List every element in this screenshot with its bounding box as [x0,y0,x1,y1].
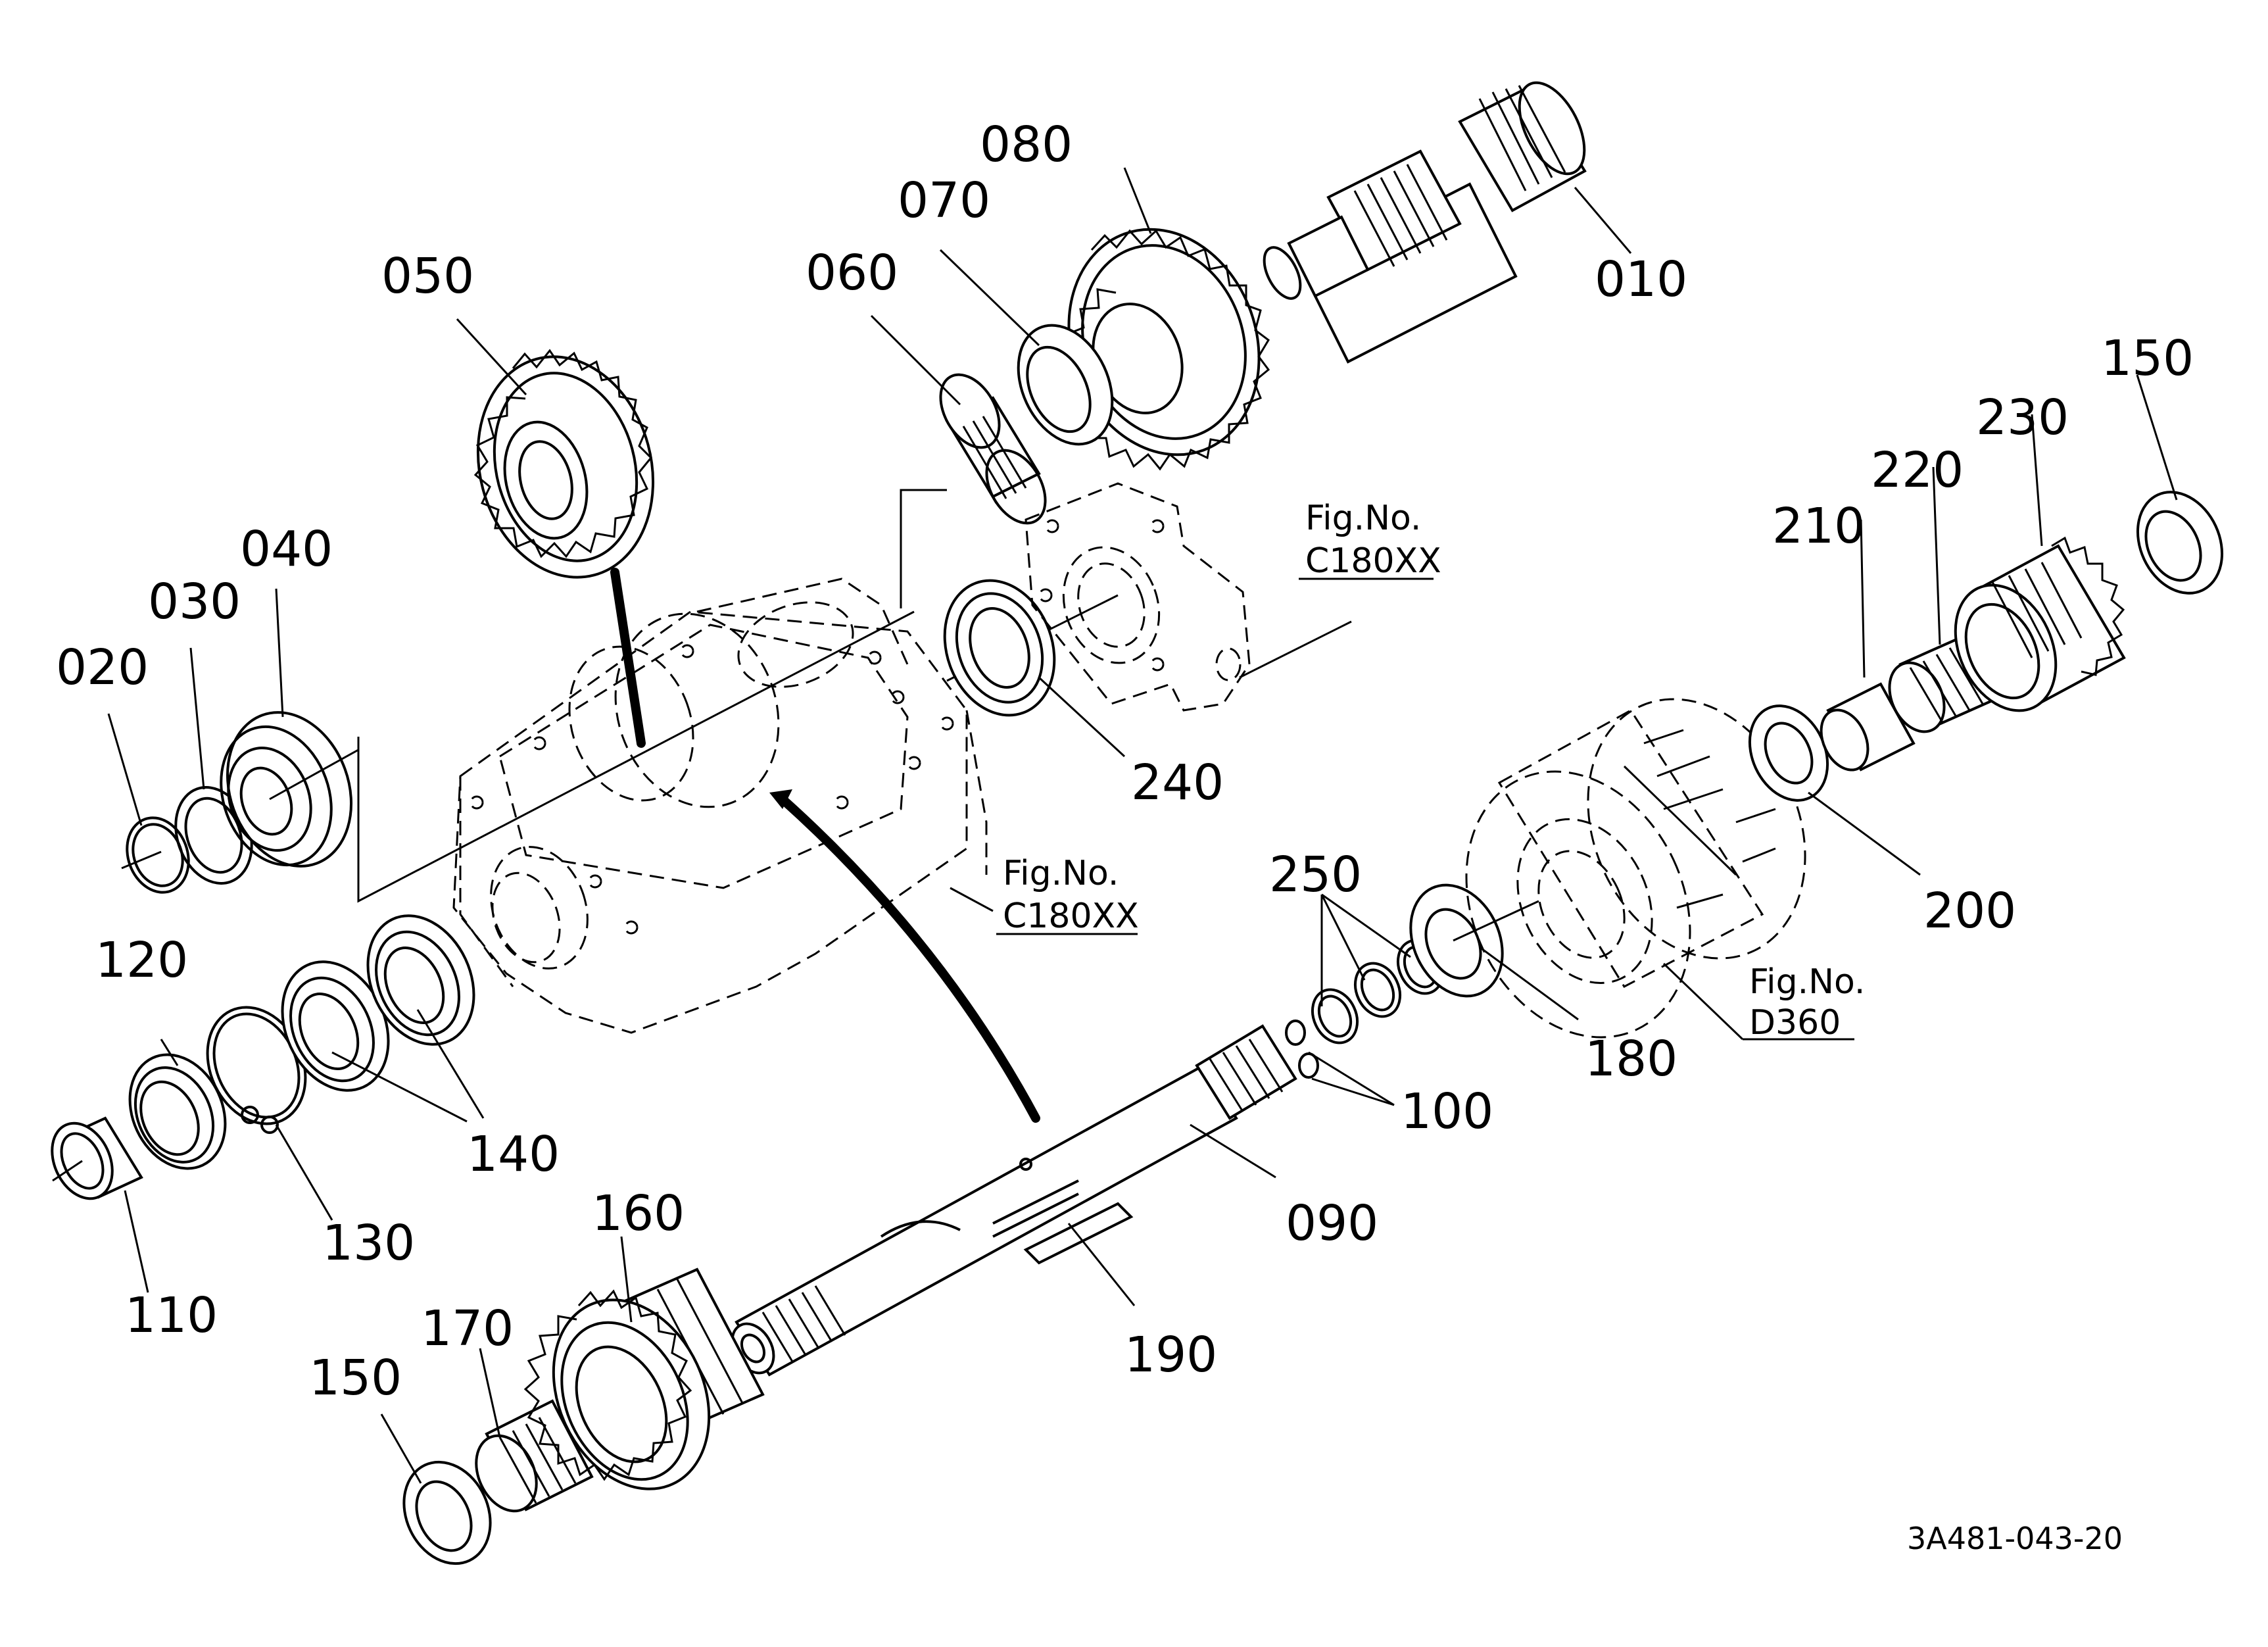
washer-200 [1748,704,1829,802]
assembly-line-050 [610,568,646,748]
label-220: 220 [1871,442,1964,499]
gear-160 [523,1267,765,1490]
label-190: 190 [1124,1327,1217,1383]
plate-180 [1409,883,1539,998]
fig-ref-1-code: C180XX [1305,541,1441,581]
label-130: 130 [322,1215,415,1271]
clutch-pack [1465,698,1806,1039]
fig-ref-1-title: Fig.No. [1305,499,1421,538]
needle-bearing-060 [939,373,1047,525]
bearing-040 [220,711,359,868]
fig-ref-2-code: C180XX [1003,897,1139,936]
gear-050 [473,349,655,579]
label-150-left: 150 [309,1350,402,1406]
label-180: 180 [1585,1031,1677,1087]
needle-bearing-170 [475,1399,594,1513]
thrust-washer-070 [1017,324,1114,446]
fig-ref-2-title: Fig.No. [1003,854,1119,893]
washer-150-right [2136,491,2224,595]
label-050: 050 [381,248,474,305]
ball-bearing-240 [943,579,1056,717]
label-160: 160 [592,1185,685,1242]
label-030: 030 [148,574,241,630]
drawing-number: 3A481-043-20 [1907,1521,2123,1556]
label-120: 120 [95,932,188,989]
label-010: 010 [1595,251,1687,308]
label-210: 210 [1772,498,1865,554]
fig-ref-3-code: D360 [1749,1003,1841,1043]
gear-housing [452,578,988,1034]
assembly-curve [778,795,1040,1123]
axis-line-040 [357,610,915,903]
label-060: 060 [806,245,898,301]
axis-line-060 [900,489,947,608]
label-110: 110 [125,1287,218,1344]
fig-ref-3-title: Fig.No. [1749,962,1865,1002]
label-040: 040 [240,521,333,578]
label-080: 080 [980,116,1073,173]
label-170: 170 [421,1300,514,1357]
label-250: 250 [1269,847,1362,903]
label-230: 230 [1976,389,2069,446]
washer-150-left [402,1460,492,1565]
label-090: 090 [1286,1195,1378,1252]
key-190 [1023,1202,1134,1265]
label-140: 140 [467,1126,560,1183]
label-100: 100 [1401,1083,1493,1140]
bushing-110 [51,1116,143,1200]
label-020: 020 [56,639,149,696]
bracket-dashed [1025,482,1251,712]
gear-230 [1954,536,2126,712]
leader-lines [107,167,2178,1484]
bearings-140 [281,914,475,1092]
gear-080 [1059,228,1270,471]
fig-ref-underlines [996,578,1854,1041]
label-070: 070 [898,172,990,229]
shaft-010 [1263,81,1587,364]
label-240: 240 [1131,754,1224,811]
label-200: 200 [1923,883,2016,939]
label-150-right: 150 [2101,330,2194,387]
pins-100 [1285,1020,1319,1079]
